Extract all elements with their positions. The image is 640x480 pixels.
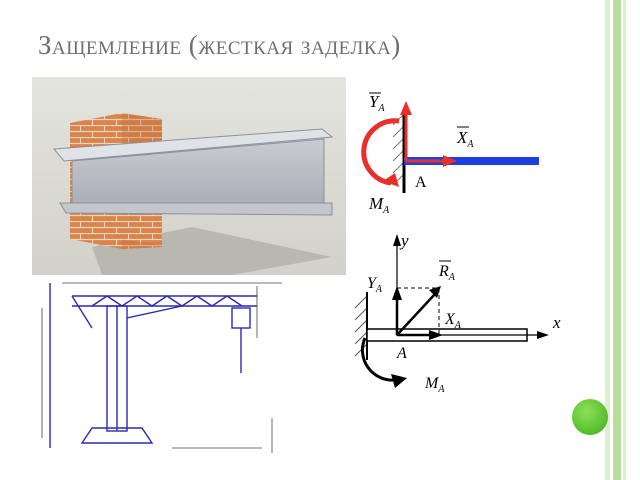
fixed-support-reaction-diagram: YA XA A MA <box>355 85 550 216</box>
xa-label: XA <box>444 311 462 331</box>
moment-label: MA <box>368 194 390 215</box>
beam-in-wall-illustration <box>32 77 346 275</box>
ra-label: RA <box>438 263 456 283</box>
ya-label: YA <box>367 275 383 295</box>
accent-circle <box>572 399 608 435</box>
point-a-label: A <box>415 174 427 191</box>
slide-title: Защемление (жесткая заделка) <box>38 30 401 60</box>
decorative-rail <box>623 0 626 480</box>
decorative-rail <box>605 0 610 480</box>
decorative-rail <box>613 0 621 480</box>
ma-label: MA <box>424 375 445 395</box>
x-reaction-label: XA <box>456 128 474 150</box>
x-axis-label: x <box>552 313 561 332</box>
crane-technical-drawing <box>32 278 286 458</box>
resultant-reaction-diagram: y x YA RA XA A MA <box>345 228 580 403</box>
y-reaction-label: YA <box>369 92 385 114</box>
point-a-label: A <box>396 345 407 362</box>
y-axis-label: y <box>399 231 409 250</box>
